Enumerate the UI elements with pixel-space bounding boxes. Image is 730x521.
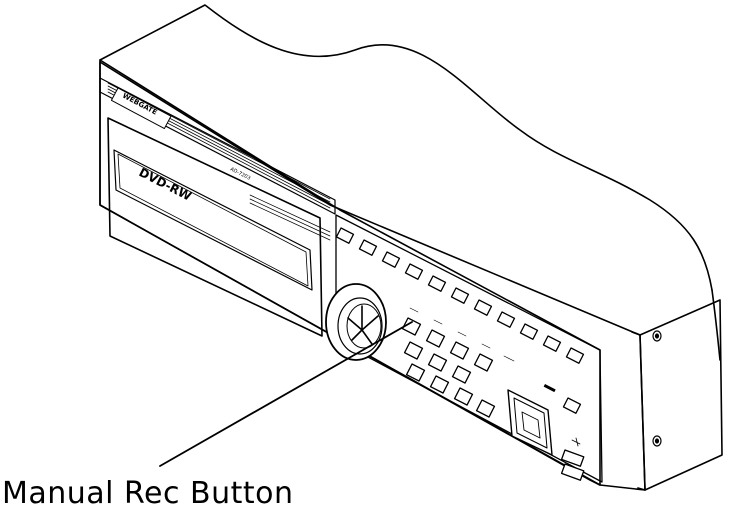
function-button[interactable] [449, 341, 470, 360]
screw-icon [652, 330, 662, 342]
channel-button[interactable] [358, 239, 378, 256]
usb-icon [571, 437, 581, 447]
right-side-buttons [562, 397, 582, 414]
screw-icon [652, 435, 662, 447]
dvd-drive-label: DVD-RW [137, 165, 194, 203]
dvd-drive-bezel [107, 117, 323, 337]
channel-button[interactable] [404, 263, 424, 280]
navigation-pad[interactable] [507, 389, 553, 456]
vent-strip [249, 194, 331, 241]
channel-button[interactable] [450, 287, 470, 304]
function-button[interactable] [475, 399, 496, 418]
button-label-marks [409, 307, 515, 362]
side-function-button[interactable] [562, 397, 582, 414]
chassis-top-rear-edge [711, 289, 721, 361]
function-button[interactable] [451, 365, 472, 384]
channel-button[interactable] [542, 335, 562, 352]
callout-leader-line [159, 321, 413, 467]
dvd-tray-front [117, 153, 309, 287]
front-face-outline [99, 61, 646, 491]
dvd-tray-slot [113, 149, 313, 291]
manual-rec-button[interactable] [401, 317, 422, 336]
channel-button[interactable] [335, 227, 355, 244]
usb-port[interactable] [560, 449, 585, 467]
function-button[interactable] [453, 387, 474, 406]
jog-shuttle-dial[interactable] [325, 283, 387, 361]
header-strip [99, 77, 336, 215]
channel-button[interactable] [473, 299, 493, 316]
channel-button[interactable] [519, 323, 539, 340]
callout-label: Manual Rec Button [2, 476, 294, 511]
function-button[interactable] [405, 363, 426, 382]
function-button[interactable] [429, 375, 450, 394]
chassis-cutaway-edge [99, 4, 713, 291]
channel-button-row [335, 227, 585, 364]
channel-button[interactable] [565, 347, 585, 364]
channel-button[interactable] [496, 311, 516, 328]
function-button[interactable] [425, 329, 446, 348]
chassis-side-inner-edge [631, 331, 646, 491]
function-button[interactable] [427, 353, 448, 372]
function-button[interactable] [403, 341, 424, 360]
brand-plate [110, 87, 172, 130]
function-button[interactable] [473, 353, 494, 372]
chassis-right-face [639, 299, 723, 491]
usb-port[interactable] [560, 463, 585, 481]
channel-button[interactable] [427, 275, 447, 292]
function-button-grid [401, 317, 496, 418]
nav-label-bar [543, 384, 556, 393]
usb-ports [560, 449, 585, 481]
side-screws [652, 330, 662, 447]
channel-button[interactable] [381, 251, 401, 268]
